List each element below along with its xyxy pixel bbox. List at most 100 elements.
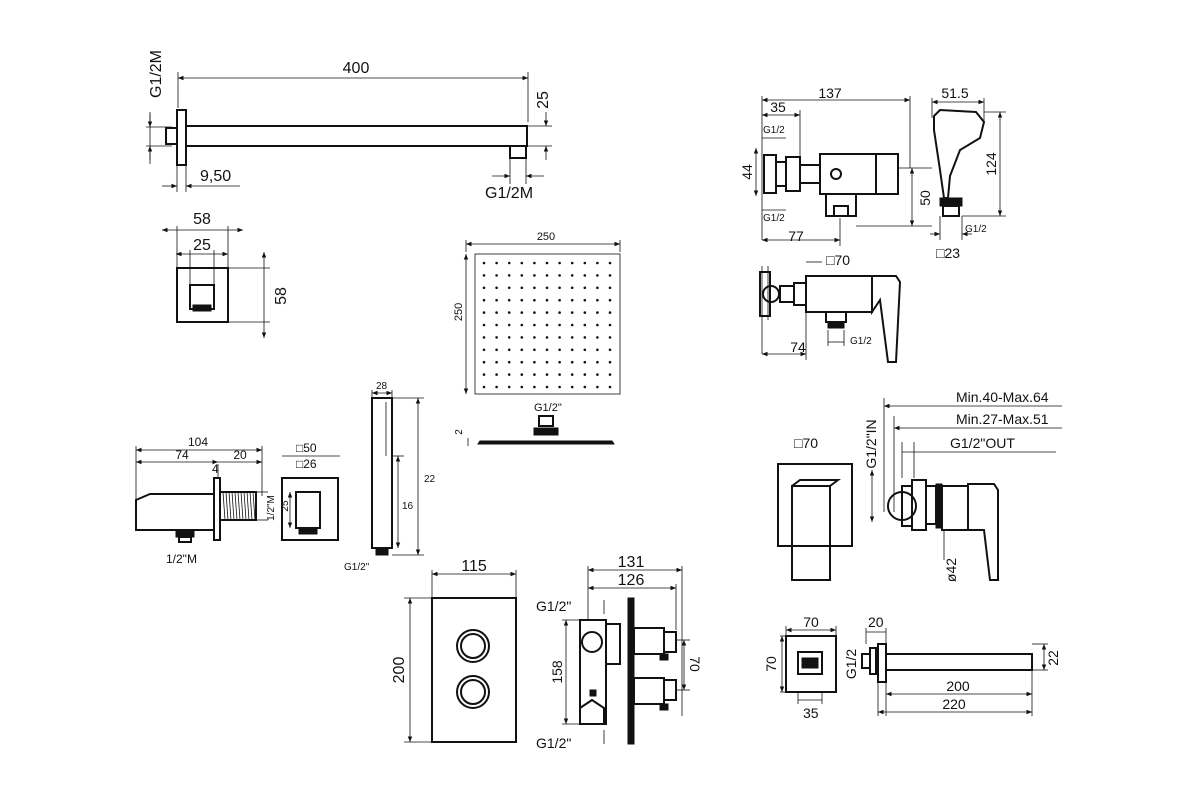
spout-thickness-label: 20 bbox=[868, 614, 884, 630]
head-nozzle bbox=[583, 336, 587, 339]
bidet-thread-a-label: G1/2 bbox=[763, 125, 785, 136]
head-nozzle bbox=[520, 373, 524, 376]
head-nozzle bbox=[558, 348, 561, 352]
spout-plate-height-label: 70 bbox=[763, 656, 779, 672]
head-nozzle bbox=[570, 311, 574, 314]
arm-thread-bottom-label: G1/2M bbox=[485, 185, 533, 202]
outlet-thread-side-label: 1/2"M bbox=[266, 495, 277, 521]
bidet-outlet-height-label: 50 bbox=[917, 190, 933, 206]
head-nozzle bbox=[495, 348, 498, 352]
spray-thread-label: G1/2 bbox=[965, 224, 987, 235]
head-nozzle bbox=[558, 311, 561, 314]
head-nozzle bbox=[570, 360, 574, 364]
head-nozzle bbox=[596, 261, 599, 265]
head-nozzle bbox=[596, 360, 599, 364]
concealed-range-a-label: Min.40-Max.64 bbox=[956, 389, 1049, 405]
head-nozzle bbox=[558, 373, 561, 376]
head-nozzle bbox=[520, 311, 524, 314]
body-height-label: 158 bbox=[549, 660, 565, 684]
head-nozzle bbox=[545, 336, 549, 339]
head-nozzle bbox=[583, 311, 587, 314]
head-nozzle bbox=[608, 311, 612, 314]
head-nozzle bbox=[570, 373, 574, 376]
head-nozzle bbox=[558, 336, 561, 339]
outlet-square-inner-label: □26 bbox=[296, 457, 317, 471]
head-nozzle bbox=[495, 336, 498, 339]
thread-line bbox=[252, 491, 256, 521]
head-nozzle bbox=[520, 261, 524, 265]
head-nozzle bbox=[507, 348, 511, 352]
head-nozzle bbox=[507, 360, 511, 364]
head-nozzle bbox=[596, 323, 599, 327]
head-nozzle bbox=[533, 348, 536, 352]
head-nozzle bbox=[482, 261, 486, 265]
head-nozzle bbox=[533, 311, 536, 314]
head-nozzle bbox=[533, 336, 536, 339]
head-nozzle bbox=[533, 360, 536, 364]
head-nozzle bbox=[495, 373, 498, 376]
body-depth-min-label: 126 bbox=[618, 572, 645, 589]
body-thread-top-label: G1/2" bbox=[536, 598, 571, 614]
head-nozzle bbox=[533, 298, 536, 302]
head-nozzle bbox=[533, 286, 536, 290]
head-nozzle bbox=[596, 274, 599, 277]
head-nozzle bbox=[608, 373, 612, 376]
spout-length-inner-label: 200 bbox=[946, 678, 970, 694]
head-nozzle bbox=[495, 323, 498, 327]
head-nozzle bbox=[495, 274, 498, 277]
head-nozzle bbox=[507, 261, 511, 265]
head-nozzle bbox=[495, 385, 498, 389]
flange-inner-label: 25 bbox=[193, 237, 211, 254]
head-nozzle bbox=[482, 286, 486, 290]
spout-height-label: 22 bbox=[1045, 650, 1061, 666]
body-spacing-label: 70 bbox=[687, 656, 703, 672]
head-nozzle bbox=[570, 323, 574, 327]
head-nozzle bbox=[558, 274, 561, 277]
thread-line bbox=[246, 491, 250, 521]
wall-flange-view: 58 25 58 bbox=[162, 211, 290, 338]
head-nozzle bbox=[545, 274, 549, 277]
concealed-mixer-view: Min.40-Max.64 Min.27-Max.51 G1/2"OUT G1/… bbox=[777, 389, 1062, 582]
mixer-square-label: □70 bbox=[826, 252, 850, 268]
plate-width-label: 115 bbox=[461, 558, 487, 575]
flange-width-label: 58 bbox=[193, 211, 211, 228]
head-nozzle bbox=[520, 323, 524, 327]
head-nozzle bbox=[583, 360, 587, 364]
bidet-height-label: 44 bbox=[739, 164, 755, 180]
head-nozzle bbox=[570, 261, 574, 265]
arm-length-label: 400 bbox=[343, 60, 370, 77]
outlet-right-label: 20 bbox=[233, 448, 247, 462]
head-nozzle bbox=[608, 323, 612, 327]
head-nozzle bbox=[545, 373, 549, 376]
head-nozzle bbox=[596, 311, 599, 314]
head-connection-label: G1/2" bbox=[534, 402, 562, 414]
head-nozzle bbox=[533, 385, 536, 389]
head-nozzle bbox=[482, 360, 486, 364]
head-nozzle bbox=[533, 373, 536, 376]
body-depth-max-label: 131 bbox=[618, 554, 645, 571]
head-nozzle bbox=[507, 274, 511, 277]
head-nozzle bbox=[495, 286, 498, 290]
mixer-depth-label: 74 bbox=[790, 339, 806, 355]
spout-center-label: 35 bbox=[803, 705, 819, 721]
hand-shower-view: 28 22 16 G1/2" bbox=[344, 381, 436, 573]
head-nozzle bbox=[570, 385, 574, 389]
head-nozzle bbox=[533, 274, 536, 277]
head-nozzle bbox=[583, 348, 587, 352]
head-nozzle bbox=[495, 311, 498, 314]
head-nozzle bbox=[558, 298, 561, 302]
head-nozzle bbox=[520, 360, 524, 364]
head-nozzle bbox=[545, 261, 549, 265]
arm-offset-label: 9,50 bbox=[200, 168, 231, 185]
head-nozzle bbox=[558, 261, 561, 265]
head-nozzle bbox=[545, 323, 549, 327]
head-nozzle bbox=[507, 385, 511, 389]
shower-head-view: 250 250 G1/2" 2 bbox=[453, 231, 621, 446]
head-nozzle bbox=[596, 373, 599, 376]
head-nozzle bbox=[608, 286, 612, 290]
head-nozzle bbox=[558, 360, 561, 364]
single-mixer-view: □70 74 G1/2 bbox=[759, 252, 902, 363]
head-nozzle bbox=[533, 261, 536, 265]
head-nozzle bbox=[608, 348, 612, 352]
